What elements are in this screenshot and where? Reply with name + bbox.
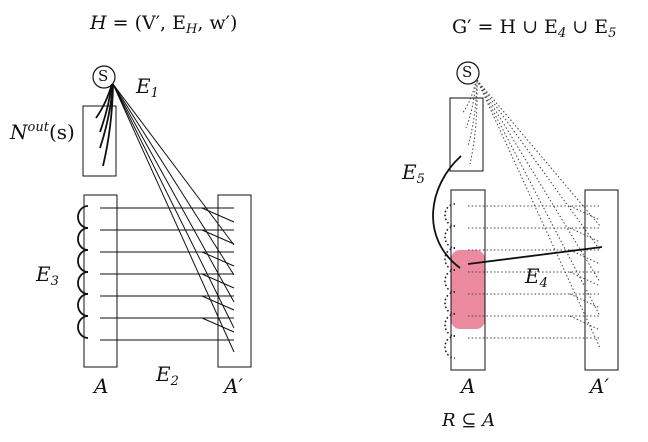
e4-edge [467, 246, 603, 265]
nout-arg: (s) [48, 120, 75, 144]
left-title-rest: , w′) [197, 12, 238, 34]
left-a-label: A [94, 374, 109, 398]
e4-base: E [525, 264, 540, 288]
e5-label: E5 [402, 160, 425, 187]
right-a-prime-box [584, 189, 619, 371]
left-e1-lines [112, 83, 235, 353]
nout-label: Nout(s) [10, 120, 75, 144]
left-title-lhs: H [90, 12, 107, 34]
nout-base: N [10, 120, 28, 144]
left-title-eq: = (V′, E [106, 12, 186, 34]
subset-label: R ⊆ A [442, 410, 496, 431]
left-nout-box [82, 105, 117, 177]
right-dotted-source-lines [476, 79, 601, 349]
e2-sub: 2 [170, 374, 179, 389]
e1-sub: 1 [150, 86, 159, 101]
e5-edge [432, 155, 462, 269]
left-title: H = (V′, EH, w′) [90, 12, 237, 37]
e4-sub: 4 [539, 276, 548, 291]
right-dotted-arcs [444, 203, 456, 359]
left-e2-diagonal [201, 207, 235, 333]
e5-sub: 5 [416, 172, 425, 187]
e4-label: E4 [525, 264, 548, 291]
left-title-sub: H [185, 22, 198, 37]
right-a-box [450, 189, 486, 371]
e3-sub: 3 [50, 274, 59, 289]
right-a-prime-label: A′ [590, 374, 609, 398]
right-source-label: S [462, 63, 473, 81]
e1-label: E1 [136, 74, 159, 101]
right-a-label: A [461, 374, 476, 398]
left-source-node [92, 65, 116, 89]
left-source-label: S [98, 67, 109, 85]
right-title-sub1: 4 [557, 26, 567, 41]
r-highlight [451, 250, 485, 329]
right-panel [432, 61, 619, 371]
nout-sup: out [27, 120, 49, 135]
e3-base: E [36, 262, 51, 286]
right-title-sub2: 5 [608, 26, 617, 41]
left-a-box [83, 194, 118, 368]
right-source-node [456, 61, 480, 85]
e2-base: E [156, 362, 171, 386]
left-a-prime-box [217, 194, 252, 368]
e2-label: E2 [156, 362, 179, 389]
left-a-prime-label: A′ [224, 374, 243, 398]
right-dotted-curves [461, 79, 478, 165]
right-nout-box [449, 97, 484, 172]
left-e1-curves [95, 83, 114, 167]
left-e3-arcs [77, 205, 89, 339]
e3-label: E3 [36, 262, 59, 289]
right-title-mid: ∪ E [566, 16, 609, 38]
e5-base: E [402, 160, 417, 184]
left-e2-horizontal [100, 207, 234, 341]
right-title: G′ = H ∪ E4 ∪ E5 [452, 16, 616, 41]
e1-base: E [136, 74, 151, 98]
right-title-lhs: G′ = H ∪ E [452, 16, 558, 38]
left-panel [77, 65, 252, 368]
